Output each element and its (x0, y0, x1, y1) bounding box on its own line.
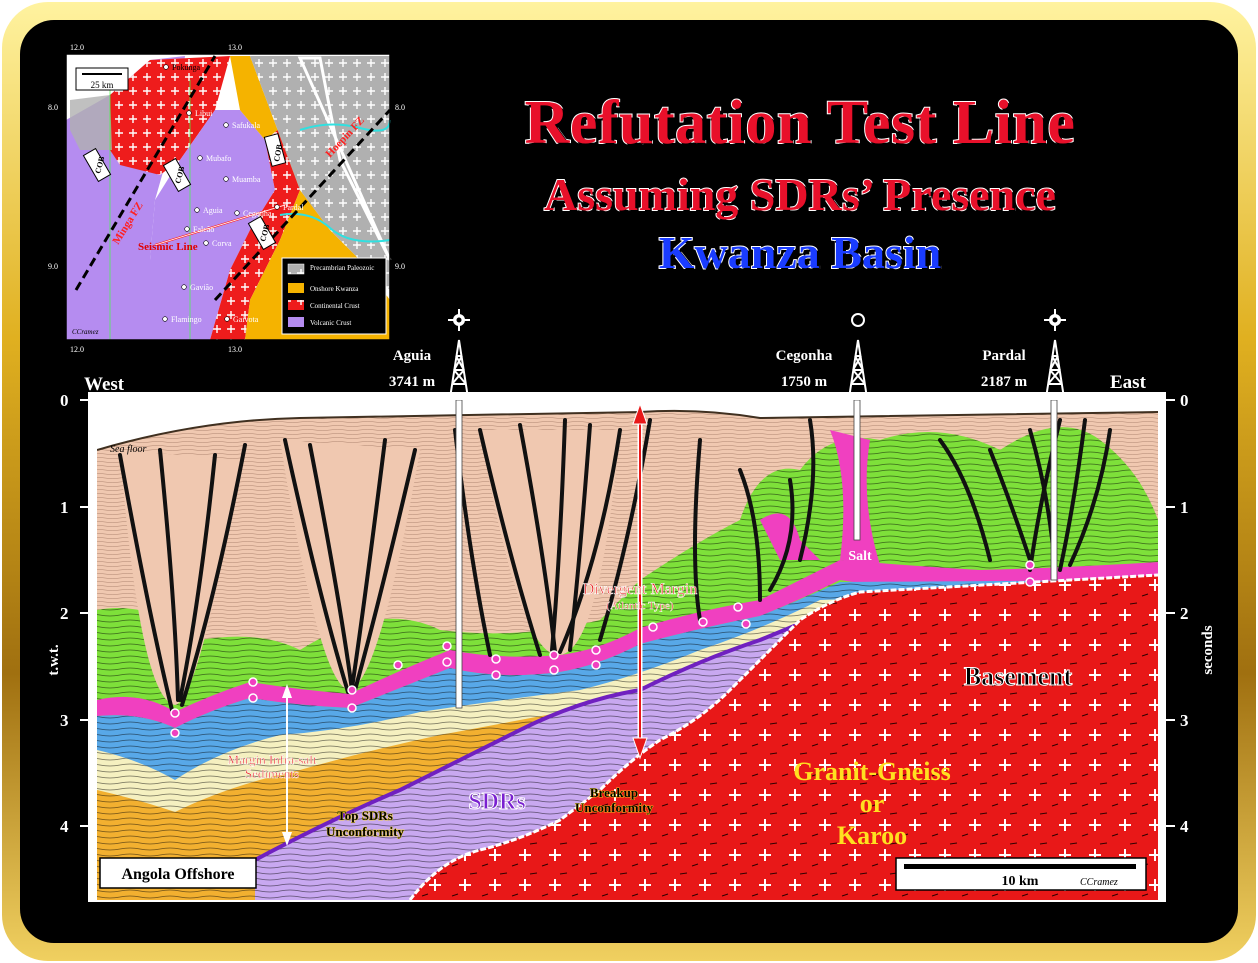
well-depth: 1750 m (781, 374, 828, 390)
basement-label: Basement (964, 662, 1073, 691)
tick-right-2: 2 (1180, 604, 1189, 623)
derrick-icon (449, 339, 469, 399)
y-axis-left-label: t.w.t. (46, 644, 62, 675)
map-lon-bottom-left: 12.0 (70, 345, 84, 354)
tick-right-1: 1 (1180, 498, 1189, 517)
map-well-label: Gavião (190, 283, 213, 292)
granite-label-2: or (860, 789, 885, 818)
map-lat-right-bottom: 9.0 (395, 262, 405, 271)
map-seismic-line-label: Seismic Line (138, 241, 198, 253)
map-well-icon (163, 64, 169, 70)
scale-bar-label: 10 km (1002, 874, 1039, 889)
map-well-icon (223, 176, 229, 182)
sdrs-label: SDRs (468, 789, 525, 815)
map-well-label: Aguia (203, 206, 223, 215)
map-well-label: Cegonha (243, 209, 272, 218)
map-well-icon (224, 316, 230, 322)
map-well-label: Pardal (283, 203, 304, 212)
map-legend-continental: Continental Crust (310, 302, 360, 310)
map-well-icon (203, 240, 209, 246)
well-cegonha: Cegonha 1750 m (776, 313, 868, 399)
well-depth: 3741 m (389, 374, 436, 390)
map-legend-onshore: Onshore Kwanza (310, 285, 359, 293)
map-well-label: Muamba (232, 175, 261, 184)
map-lon-top-left: 12.0 (70, 43, 84, 52)
map-well-icon (234, 210, 240, 216)
tick-left-0: 0 (60, 391, 69, 410)
sea-floor-label: Sea floor (110, 444, 146, 455)
breakup-label-1: Breakup (590, 785, 638, 800)
west-label: West (84, 374, 125, 395)
map-lon-top-mid: 13.0 (228, 43, 242, 52)
top-sdrs-label-1: Top SDRs (337, 808, 393, 823)
salt-label: Salt (848, 549, 872, 564)
dry-well-icon (851, 313, 865, 327)
tick-right-0: 0 (1180, 391, 1189, 410)
derrick-icon (1045, 339, 1065, 399)
map-well-icon (194, 207, 200, 213)
map-legend-precambrian: Precambrian Paleozoic (310, 264, 374, 272)
y-axis-right-label: seconds (1200, 625, 1216, 674)
map-legend-volcanic: Volcanic Crust (310, 319, 351, 327)
location-map: 25 km 12.0 13.0 12.0 13.0 8.0 9.0 8.0 9.… (48, 43, 405, 354)
title-line-3: Kwanza Basin (658, 226, 942, 279)
map-well-label: Pokunga (172, 63, 200, 72)
map-cob-3: COB (272, 143, 284, 162)
well-pardal: Pardal 2187 m (981, 309, 1066, 399)
map-author: CCramez (72, 328, 99, 336)
well-dot-icon (456, 317, 462, 323)
map-well-icon (186, 110, 192, 116)
margin-infra-label-1: Margin Infra-salt (228, 752, 317, 767)
map-well-icon (162, 316, 168, 322)
map-lat-left-bottom: 9.0 (48, 262, 58, 271)
map-well-icon (181, 284, 187, 290)
title-line-1: Refutation Test Line (524, 88, 1076, 158)
map-well-label: Libui (195, 109, 213, 118)
well-aguia: Aguia 3741 m (389, 309, 470, 399)
east-label: East (1110, 372, 1147, 393)
tick-left-2: 2 (60, 604, 69, 623)
map-well-label: Mubafo (206, 154, 231, 163)
map-lat-right-top: 8.0 (395, 103, 405, 112)
well-name: Cegonha (776, 348, 833, 364)
tick-right-4: 4 (1180, 817, 1189, 836)
tick-left-3: 3 (60, 711, 69, 730)
well-dot-icon (1052, 317, 1058, 323)
granite-label-3: Karoo (837, 821, 907, 850)
map-well-label: Safukala (232, 121, 260, 130)
map-well-label: Flamingo (171, 315, 202, 324)
section-author: CCramez (1080, 877, 1118, 888)
tick-right-3: 3 (1180, 711, 1189, 730)
breakup-label-2: Unconformity (575, 800, 653, 815)
map-well-icon (184, 226, 190, 232)
map-well-icon (197, 155, 203, 161)
angola-offshore-label: Angola Offshore (121, 866, 234, 883)
well-name: Pardal (982, 348, 1025, 364)
divergent-margin-label: Divergent Margin (583, 581, 698, 598)
map-lon-bottom-mid: 13.0 (228, 345, 242, 354)
map-well-label: Gaivota (233, 315, 259, 324)
map-cob-1: COB (93, 155, 106, 175)
margin-infra-label-2: Sediments (245, 766, 299, 781)
well-depth: 2187 m (981, 374, 1028, 390)
title-line-2: Assuming SDRs’ Presence (543, 168, 1057, 221)
atlantic-type-label: (Atlantic Type) (606, 600, 673, 612)
map-lat-left-top: 8.0 (48, 103, 58, 112)
map-well-icon (223, 122, 229, 128)
map-well-label: Falcão (193, 225, 214, 234)
map-well-icon (274, 204, 280, 210)
tick-left-4: 4 (60, 817, 69, 836)
granite-label-1: Granit-Gneiss (793, 757, 950, 786)
seismic-section: 0 1 2 3 4 0 1 2 3 4 t.w.t. seconds West … (46, 309, 1216, 902)
map-well-label: Corva (212, 239, 232, 248)
derrick-icon (848, 339, 868, 399)
map-scale: 25 km (91, 80, 114, 90)
well-name: Aguia (393, 348, 432, 364)
tick-left-1: 1 (60, 498, 69, 517)
top-sdrs-label-2: Unconformity (326, 824, 404, 839)
